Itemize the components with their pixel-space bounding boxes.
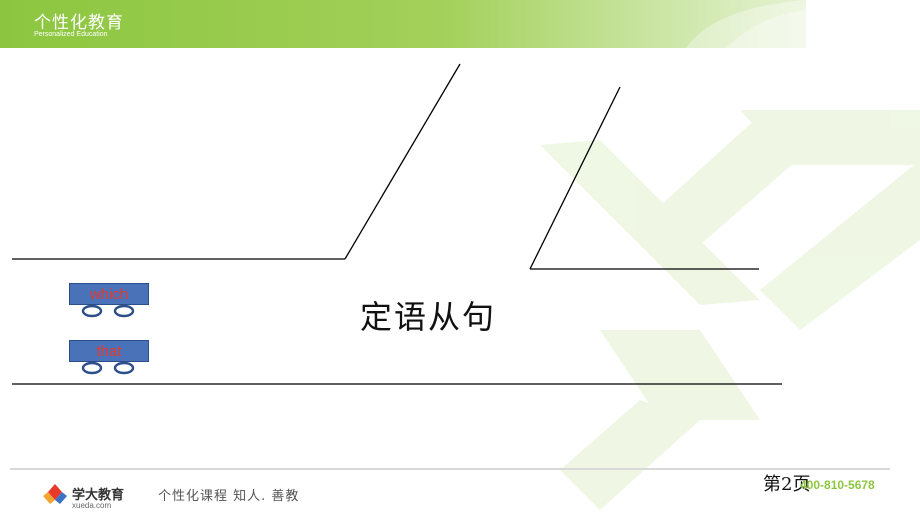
which-cart-label: which bbox=[89, 286, 129, 303]
header-swirl-decoration bbox=[686, 0, 806, 48]
brand-subtitle: Personalized Education bbox=[34, 31, 108, 38]
header-banner: 个性化教育 Personalized Education bbox=[0, 0, 806, 48]
footer-logo-name: 学大教育 bbox=[72, 488, 125, 503]
xueda-logo-icon bbox=[43, 484, 67, 504]
which-cart: which bbox=[69, 283, 149, 305]
which-cart-wheels bbox=[81, 304, 135, 318]
footer-tagline: 个性化课程 知人. 善教 bbox=[158, 489, 300, 504]
page-number: 第2页 bbox=[763, 474, 811, 495]
that-cart-wheels bbox=[81, 361, 135, 375]
footer-logo-url: xueda.com bbox=[72, 501, 112, 510]
slide-title: 定语从句 bbox=[360, 298, 497, 336]
that-cart-label: that bbox=[96, 343, 122, 360]
that-cart: that bbox=[69, 340, 149, 362]
right-slant-line bbox=[529, 86, 621, 270]
left-slant-line bbox=[344, 63, 461, 260]
footer-divider bbox=[10, 468, 890, 470]
footer-phone: 400-810-5678 bbox=[800, 478, 875, 492]
brand-title: 个性化教育 bbox=[34, 13, 124, 33]
